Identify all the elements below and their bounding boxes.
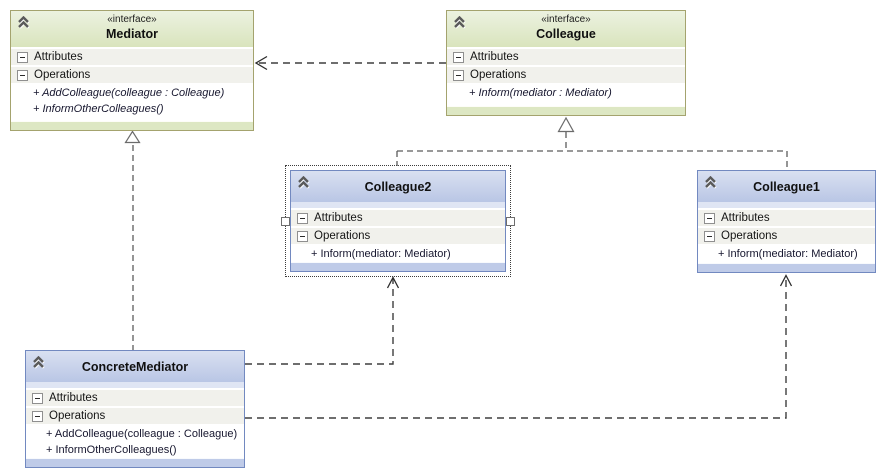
dependency-arrow-concretemediator-to-colleague2[interactable] bbox=[245, 276, 400, 365]
header-strip bbox=[26, 382, 244, 388]
stereotype-label: «interface» bbox=[107, 14, 157, 25]
attributes-section-row[interactable]: Attributes bbox=[291, 210, 505, 226]
operations-label: Operations bbox=[314, 230, 371, 242]
attributes-label: Attributes bbox=[34, 51, 83, 63]
minus-square-icon[interactable] bbox=[297, 230, 308, 242]
operation-item[interactable]: + Inform(mediator : Mediator) bbox=[469, 87, 612, 99]
operation-item[interactable]: + Inform(mediator: Mediator) bbox=[718, 248, 858, 260]
class-footer bbox=[26, 458, 244, 467]
class-colleague[interactable]: «interface» Colleague Attributes Operati… bbox=[446, 10, 686, 116]
attributes-label: Attributes bbox=[314, 212, 363, 224]
dependency-arrow-colleague-to-mediator[interactable] bbox=[254, 55, 446, 71]
class-title: Colleague bbox=[536, 27, 596, 41]
collapse-chevron-icon[interactable] bbox=[31, 355, 46, 369]
class-header: ConcreteMediator bbox=[26, 351, 244, 382]
minus-square-icon[interactable] bbox=[17, 69, 28, 81]
attributes-section-row[interactable]: Attributes bbox=[26, 390, 244, 406]
attributes-label: Attributes bbox=[721, 212, 770, 224]
class-footer bbox=[11, 121, 253, 130]
class-header: Colleague1 bbox=[698, 171, 875, 202]
attributes-section-row[interactable]: Attributes bbox=[698, 210, 875, 226]
operations-label: Operations bbox=[721, 230, 778, 242]
class-footer bbox=[291, 262, 505, 271]
operations-section-row[interactable]: Operations bbox=[447, 67, 685, 83]
minus-square-icon[interactable] bbox=[704, 230, 715, 242]
operation-item[interactable]: + InformOtherColleagues() bbox=[33, 103, 164, 115]
class-colleague2[interactable]: Colleague2 Attributes Operations + Infor… bbox=[290, 170, 506, 272]
operation-item[interactable]: + InformOtherColleagues() bbox=[46, 444, 177, 456]
minus-square-icon[interactable] bbox=[297, 212, 308, 224]
class-colleague1[interactable]: Colleague1 Attributes Operations + Infor… bbox=[697, 170, 876, 273]
operations-label: Operations bbox=[49, 410, 106, 422]
class-mediator[interactable]: «interface» Mediator Attributes Operatio… bbox=[10, 10, 254, 131]
class-title: Colleague2 bbox=[364, 180, 432, 194]
class-header: «interface» Mediator bbox=[11, 11, 253, 47]
operations-list: + Inform(mediator : Mediator) bbox=[447, 83, 685, 101]
class-title: Colleague1 bbox=[753, 180, 820, 194]
attributes-label: Attributes bbox=[49, 392, 98, 404]
operation-item[interactable]: + AddColleague(colleague : Colleague) bbox=[46, 428, 238, 440]
operations-list: + AddColleague(colleague : Colleague) + … bbox=[11, 83, 253, 117]
realization-connector-colleagues-to-colleague[interactable] bbox=[396, 116, 788, 169]
minus-square-icon[interactable] bbox=[17, 51, 28, 63]
operations-label: Operations bbox=[34, 69, 91, 81]
realization-connector-concretemediator-to-mediator[interactable] bbox=[124, 130, 141, 352]
attributes-section-row[interactable]: Attributes bbox=[11, 49, 253, 65]
stereotype-label: «interface» bbox=[541, 14, 591, 25]
operations-section-row[interactable]: Operations bbox=[291, 228, 505, 244]
hollow-triangle-icon bbox=[124, 130, 141, 144]
resize-handle-right[interactable] bbox=[506, 217, 515, 226]
resize-handle-left[interactable] bbox=[281, 217, 290, 226]
class-concretemediator[interactable]: ConcreteMediator Attributes Operations +… bbox=[25, 350, 245, 468]
minus-square-icon[interactable] bbox=[453, 69, 464, 81]
operations-list: + Inform(mediator: Mediator) bbox=[698, 244, 875, 262]
hollow-triangle-icon bbox=[557, 116, 575, 133]
class-title: Mediator bbox=[105, 27, 159, 41]
operations-list: + Inform(mediator: Mediator) bbox=[291, 244, 505, 262]
operations-section-row[interactable]: Operations bbox=[11, 67, 253, 83]
operation-item[interactable]: + AddColleague(colleague : Colleague) bbox=[33, 87, 225, 99]
minus-square-icon[interactable] bbox=[32, 392, 43, 404]
collapse-chevron-icon[interactable] bbox=[296, 175, 311, 189]
minus-square-icon[interactable] bbox=[32, 410, 43, 422]
collapse-chevron-icon[interactable] bbox=[452, 15, 467, 29]
operation-item[interactable]: + Inform(mediator: Mediator) bbox=[311, 248, 451, 260]
dependency-arrow-concretemediator-to-colleague1[interactable] bbox=[245, 274, 793, 419]
collapse-chevron-icon[interactable] bbox=[703, 175, 718, 189]
operations-label: Operations bbox=[470, 69, 527, 81]
operations-section-row[interactable]: Operations bbox=[26, 408, 244, 424]
collapse-chevron-icon[interactable] bbox=[16, 15, 31, 29]
operations-list: + AddColleague(colleague : Colleague) + … bbox=[26, 424, 244, 458]
class-title: ConcreteMediator bbox=[81, 360, 189, 374]
class-footer bbox=[447, 106, 685, 115]
minus-square-icon[interactable] bbox=[453, 51, 464, 63]
class-header: «interface» Colleague bbox=[447, 11, 685, 47]
class-footer bbox=[698, 263, 875, 272]
attributes-section-row[interactable]: Attributes bbox=[447, 49, 685, 65]
header-strip bbox=[291, 202, 505, 208]
attributes-label: Attributes bbox=[470, 51, 519, 63]
header-strip bbox=[698, 202, 875, 208]
operations-section-row[interactable]: Operations bbox=[698, 228, 875, 244]
class-header: Colleague2 bbox=[291, 171, 505, 202]
minus-square-icon[interactable] bbox=[704, 212, 715, 224]
